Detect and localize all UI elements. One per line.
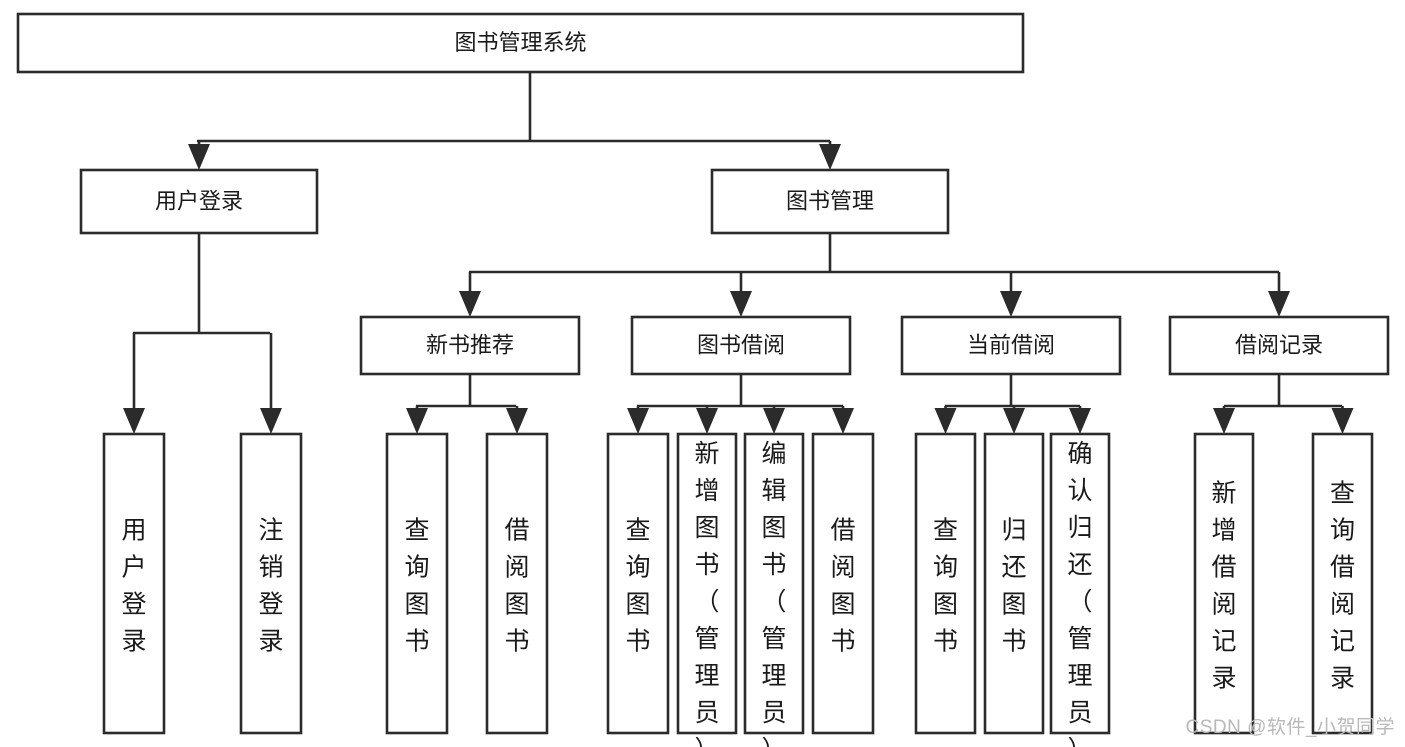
leaf-node-box[interactable] [1193,432,1255,735]
csdn-watermark: CSDN @软件_小贺同学 [1185,717,1395,738]
level2-node-label: 用户登录 [155,188,243,213]
level3-node-2[interactable]: 当前借阅 [900,315,1122,376]
node-layer: 图书管理系统用户登录图书管理新书推荐图书借阅当前借阅借阅记录用户登录注销登录查询… [16,12,1390,747]
level3-node-box[interactable] [630,315,852,376]
level3-node-box[interactable] [359,315,581,376]
arrow-to-leaf-0 [123,333,145,434]
arrow-to-level3-3 [1268,272,1290,317]
arrow-to-level3-1 [730,272,752,317]
leaf-node-label: 查询图书 [933,516,958,655]
leaf-node-1[interactable]: 注销登录 [239,432,303,735]
level3-node-label: 图书借阅 [697,332,785,357]
leaf-node-3[interactable]: 借阅图书 [485,432,549,735]
connector-current-bus [945,374,1080,408]
arrow-to-leaf-8 [934,406,957,434]
level3-node-0[interactable]: 新书推荐 [359,315,581,376]
leaf-node-2[interactable]: 查询图书 [385,432,449,735]
leaf-node-label: 用户登录 [121,516,146,655]
root-node-box[interactable] [16,12,1025,74]
level2-node-box[interactable] [710,168,950,235]
leaf-node-9[interactable]: 归还图书 [983,432,1045,735]
arrow-to-leaf-1 [260,333,282,434]
leaf-node-label: 查询图书 [404,516,429,655]
level2-node-0[interactable]: 用户登录 [79,168,319,235]
leaf-node-label: 查询借阅记录 [1330,479,1355,692]
leaf-node-box[interactable] [983,432,1045,735]
leaf-node-box[interactable] [676,432,738,735]
leaf-node-7[interactable]: 借阅图书 [811,432,875,735]
level3-node-1[interactable]: 图书借阅 [630,315,852,376]
arrow-to-level2-1 [819,141,841,170]
leaf-node-box[interactable] [1311,432,1374,735]
arrow-to-leaf-4 [627,406,649,434]
leaf-node-4[interactable]: 查询图书 [606,432,670,735]
arrow-to-leaf-7 [832,406,854,434]
connector-layer [123,72,1354,434]
arrow-to-level2-0 [188,141,210,170]
leaf-node-label: 借阅图书 [504,516,529,655]
arrow-to-leaf-12 [1331,406,1354,434]
level3-node-label: 当前借阅 [967,332,1055,357]
arrow-to-leaf-6 [763,406,785,434]
level3-node-label: 新书推荐 [426,332,514,357]
leaf-node-label: 注销登录 [258,516,283,655]
arrow-to-leaf-5 [696,406,718,434]
leaf-node-label: 新增图书（管理员） [694,440,719,747]
leaf-node-12[interactable]: 查询借阅记录 [1311,432,1374,735]
level2-node-1[interactable]: 图书管理 [710,168,950,235]
connector-login-bus [133,233,270,335]
arrow-to-level3-2 [1000,272,1022,317]
arrow-to-level3-0 [459,272,481,317]
arrow-to-leaf-3 [506,406,528,434]
level3-node-box[interactable] [900,315,1122,376]
connector-borrow-bus [637,374,843,408]
arrow-to-leaf-10 [1069,406,1091,434]
root-node-label: 图书管理系统 [454,30,586,55]
arrow-to-leaf-9 [1003,406,1025,434]
leaf-node-box[interactable] [1049,432,1111,735]
arrow-to-leaf-11 [1213,406,1235,434]
leaf-node-box[interactable] [743,432,805,735]
leaf-node-label: 确认归还（管理员） [1067,440,1092,747]
level2-node-box[interactable] [79,168,319,235]
leaf-node-box[interactable] [385,432,449,735]
leaf-node-8[interactable]: 查询图书 [914,432,977,735]
leaf-node-11[interactable]: 新增借阅记录 [1193,432,1255,735]
leaf-node-box[interactable] [485,432,549,735]
leaf-node-6[interactable]: 编辑图书（管理员） [743,432,805,747]
leaf-node-5[interactable]: 新增图书（管理员） [676,432,738,747]
leaf-node-box[interactable] [914,432,977,735]
leaf-node-label: 借阅图书 [830,516,855,655]
root-node-0[interactable]: 图书管理系统 [16,12,1025,74]
leaf-node-box[interactable] [606,432,670,735]
arrow-to-leaf-2 [406,406,428,434]
level3-node-label: 借阅记录 [1235,332,1323,357]
connector-manage-bus [469,233,1279,274]
leaf-node-10[interactable]: 确认归还（管理员） [1049,432,1111,747]
connector-record-bus [1224,374,1342,408]
connector-newbook-bus [416,374,516,408]
leaf-node-box[interactable] [102,432,166,735]
connector-root-bus [197,72,830,143]
level3-node-box[interactable] [1168,315,1390,376]
leaf-node-label: 归还图书 [1001,516,1026,655]
leaf-node-label: 查询图书 [625,516,650,655]
leaf-node-0[interactable]: 用户登录 [102,432,166,735]
leaf-node-box[interactable] [239,432,303,735]
level2-node-label: 图书管理 [786,188,874,213]
leaf-node-label: 编辑图书（管理员） [761,440,786,747]
leaf-node-label: 新增借阅记录 [1211,479,1236,692]
leaf-node-box[interactable] [811,432,875,735]
level3-node-3[interactable]: 借阅记录 [1168,315,1390,376]
